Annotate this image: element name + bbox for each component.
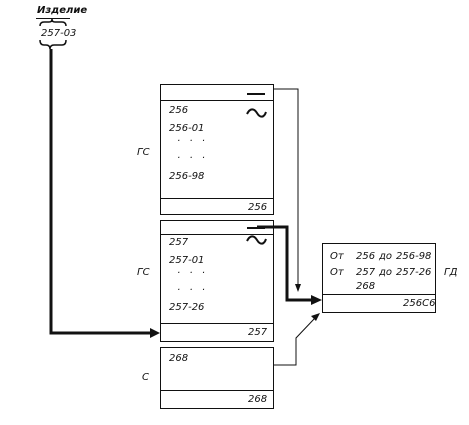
- dash-icon: [247, 227, 265, 229]
- doc-256-row: 256: [169, 105, 189, 116]
- arrow-to-group-thick: [311, 295, 322, 305]
- dash-icon: [247, 93, 265, 95]
- doc-256-footer: 256: [248, 202, 268, 213]
- group-doc-to: до: [379, 251, 393, 262]
- group-doc-from: От: [330, 251, 344, 262]
- product-brace-top: [39, 18, 67, 27]
- group-doc-from: От: [330, 267, 344, 278]
- doc-257-row: 257: [169, 237, 189, 248]
- group-doc-side-label: ГД: [444, 267, 458, 278]
- doc-257-row: 257-26: [169, 302, 205, 313]
- doc-268-footer-line: [161, 390, 273, 391]
- doc-256-footer-line: [161, 198, 273, 199]
- doc-268-row: 268: [169, 353, 189, 364]
- group-doc-range-end: 257-26: [396, 267, 432, 278]
- doc-256-row: · · ·: [177, 136, 208, 147]
- group-doc-footer: 256С6: [403, 298, 436, 309]
- doc268-to-group-line: [274, 317, 316, 366]
- group-doc-box: От 256 до 256-98 От 257 до 257-26 268 25…: [322, 243, 436, 313]
- group-doc-range-end: 256-98: [396, 251, 432, 262]
- doc-268-footer: 268: [248, 394, 268, 405]
- doc-268-box: 268 268: [160, 347, 274, 409]
- doc-257-box: 257 257-01 · · · · · · 257-26 257: [160, 220, 274, 342]
- doc-257-footer-line: [161, 323, 273, 324]
- arrow-to-group-256: [295, 284, 301, 292]
- doc-268-side-label: С: [142, 372, 149, 383]
- tilde-icon: [246, 108, 267, 118]
- group-doc-row: 268: [356, 281, 376, 292]
- doc-257-header-line: [161, 234, 273, 235]
- arrow-to-group-268: [311, 313, 320, 321]
- product-header: Изделие: [37, 5, 88, 16]
- doc-257-row: 257-01: [169, 255, 205, 266]
- doc-256-header-line: [161, 100, 273, 101]
- doc256-to-group-line: [274, 88, 299, 286]
- doc-256-row: 256-01: [169, 123, 205, 134]
- product-to-257-line: [49, 49, 152, 335]
- arrow-to-257: [150, 328, 160, 338]
- group-doc-footer-line: [323, 294, 435, 295]
- group-doc-range-start: 256: [356, 251, 376, 262]
- group-doc-to: до: [379, 267, 393, 278]
- group-doc-range-start: 257: [356, 267, 376, 278]
- doc257-to-group-line: [257, 225, 318, 302]
- doc-256-row: 256-98: [169, 171, 205, 182]
- doc-257-side-label: ГС: [137, 267, 150, 278]
- doc-257-row: · · ·: [177, 285, 208, 296]
- doc-256-box: 256 256-01 · · · · · · 256-98 256: [160, 84, 274, 215]
- doc-256-side-label: ГС: [137, 147, 150, 158]
- product-brace-bottom: [39, 39, 67, 50]
- tilde-icon: [246, 235, 267, 245]
- doc-257-row: · · ·: [177, 268, 208, 279]
- product-header-underline: [36, 18, 70, 19]
- doc-256-row: · · ·: [177, 153, 208, 164]
- doc-257-footer: 257: [248, 327, 268, 338]
- product-code: 257-03: [41, 28, 77, 39]
